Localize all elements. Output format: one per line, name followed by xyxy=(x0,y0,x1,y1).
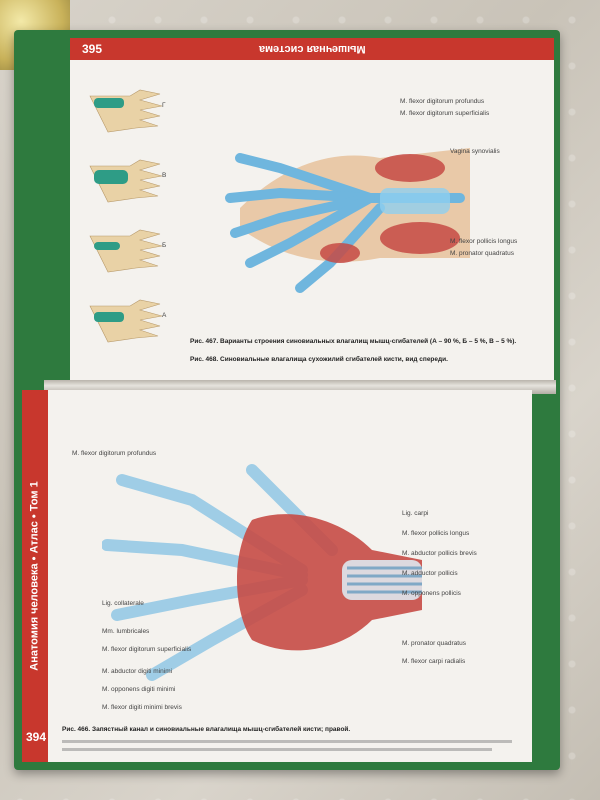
anatomy-atlas-book: Мышечная система 395 Г В xyxy=(14,30,560,770)
label-muscle: M. flexor digitorum profundus xyxy=(72,450,157,457)
legend-text-line xyxy=(62,740,512,743)
page-header-left: Анатомия человека • Атлас • Том 1 xyxy=(22,390,48,762)
label-muscle: Mm. lumbricales xyxy=(102,628,150,635)
hand-variant-diagrams xyxy=(89,89,163,343)
label-muscle: M. flexor carpi radialis xyxy=(402,658,466,665)
variant-letter: В xyxy=(162,172,167,179)
label-muscle: M. pronator quadratus xyxy=(402,640,466,647)
page-header-right: Мышечная система xyxy=(70,38,554,60)
label-muscle: M. flexor digiti minimi brevis xyxy=(102,704,182,711)
label-muscle: M. abductor digiti minimi xyxy=(102,668,173,675)
variant-letter: Г xyxy=(162,102,166,109)
palm-muscles-illustration xyxy=(102,464,422,681)
running-head-right: Мышечная система xyxy=(258,43,366,55)
label-muscle: M. abductor pollicis brevis xyxy=(402,550,477,557)
label-muscle: M. pronator quadratus xyxy=(450,250,514,257)
label-muscle: M. flexor digitorum superficialis xyxy=(102,646,192,653)
left-page: Анатомия человека • Атлас • Том 1 394 xyxy=(22,390,532,762)
label-muscle: Lig. collaterale xyxy=(102,600,144,607)
figure-468-caption: Рис. 468. Синовиальные влагалища сухожил… xyxy=(190,356,448,363)
label-muscle: M. flexor pollicis longus xyxy=(402,530,470,537)
label-muscle: M. opponens pollicis xyxy=(402,590,461,597)
right-page: Мышечная система 395 Г В xyxy=(70,38,554,382)
legend-text-line xyxy=(62,748,492,751)
running-head-left: Анатомия человека • Атлас • Том 1 xyxy=(29,481,41,671)
label-muscle: M. opponens digiti minimi xyxy=(102,686,176,693)
label-muscle: M. flexor pollicis longus xyxy=(450,238,518,245)
label-muscle: Vagina synovialis xyxy=(450,148,500,155)
figure-467-caption: Рис. 467. Варианты строения синовиальных… xyxy=(190,338,517,345)
label-muscle: M. flexor digitorum superficialis xyxy=(400,110,490,117)
page-number-right: 395 xyxy=(82,42,103,56)
figure-466-caption: Рис. 466. Запястный канал и синовиальные… xyxy=(62,726,351,733)
label-muscle: M. adductor pollicis xyxy=(402,570,458,577)
page-number-left: 394 xyxy=(26,730,47,744)
synovial-sheaths-hand-illustration xyxy=(225,148,470,293)
variant-letter: А xyxy=(162,312,167,319)
label-muscle: M. flexor digitorum profundus xyxy=(400,98,485,105)
variant-letter: Б xyxy=(162,242,167,249)
label-muscle: Lig. carpi xyxy=(402,510,429,517)
